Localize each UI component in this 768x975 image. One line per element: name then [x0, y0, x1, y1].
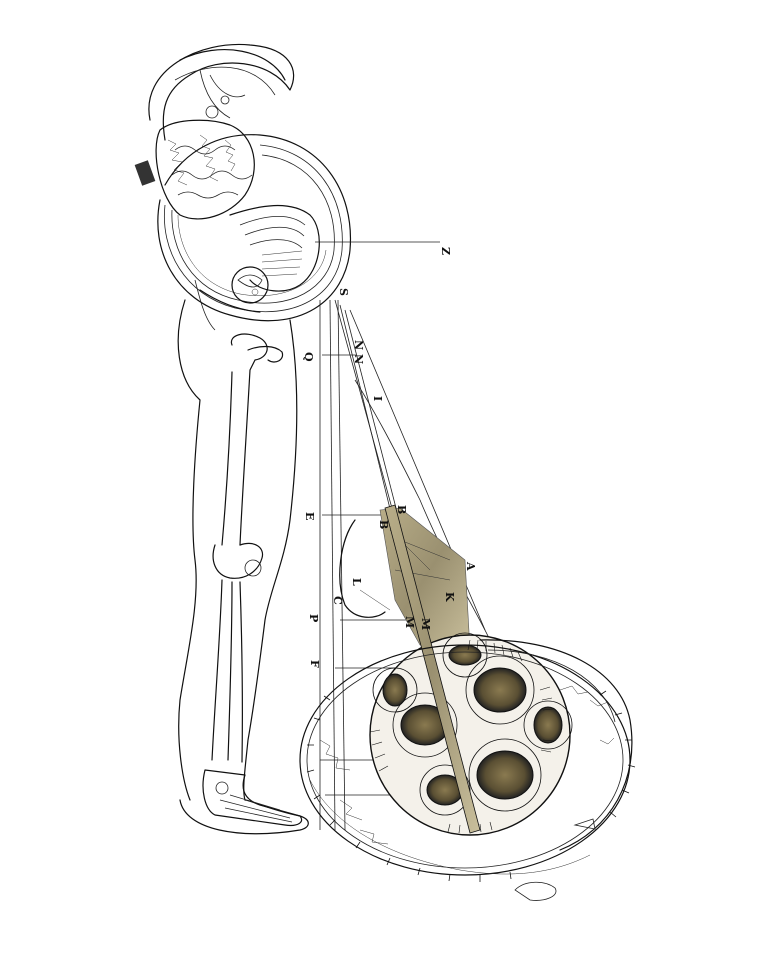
label-s: S: [337, 288, 350, 296]
label-p: P: [307, 614, 320, 622]
label-c: C: [331, 596, 344, 605]
sphere-pores: [382, 644, 563, 806]
radiolarian-sphere: [369, 504, 573, 836]
label-m2: M: [419, 618, 432, 630]
anatomy-organs: [134, 43, 295, 220]
label-b2: B: [377, 520, 390, 529]
label-n2: N: [352, 354, 365, 364]
label-z: Z: [439, 247, 452, 255]
skeleton-leg: [202, 333, 303, 827]
label-a: A: [464, 561, 477, 571]
label-f: F: [308, 660, 321, 668]
label-n1: N: [352, 340, 365, 350]
label-q: Q: [302, 352, 315, 362]
map-ticks: [306, 690, 636, 882]
sphere-ribs: [372, 632, 573, 816]
label-k: K: [443, 592, 456, 602]
map-disc: [299, 639, 636, 901]
label-e: E: [303, 512, 316, 520]
label-l: L: [350, 578, 363, 586]
label-i: I: [371, 396, 384, 401]
label-m1: M: [403, 616, 416, 628]
letter-labels: Z S N N Q I E B B L A K C P M M F: [302, 247, 477, 668]
body-silhouette: [177, 299, 309, 835]
label-b1: B: [395, 505, 408, 514]
